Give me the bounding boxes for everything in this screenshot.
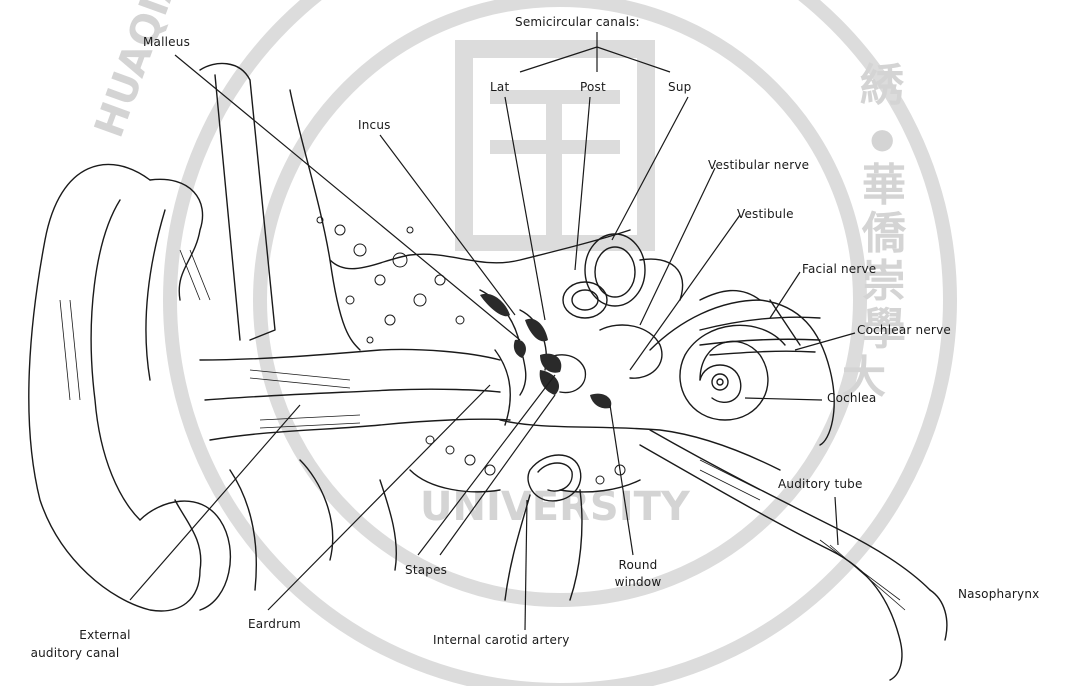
label-cochlear-nerve: Cochlear nerve — [857, 323, 951, 337]
canal-sup-shape — [585, 234, 645, 306]
label-post: Post — [580, 80, 606, 94]
auditory-tube-shape — [650, 430, 930, 590]
label-external-auditory-canal-1: External — [50, 628, 160, 642]
label-semicircular-canals: Semicircular canals: — [515, 15, 640, 29]
label-malleus: Malleus — [143, 35, 190, 49]
label-lat: Lat — [490, 80, 509, 94]
label-nasopharynx: Nasopharynx — [958, 587, 1039, 601]
ear-canal-outline — [200, 349, 500, 360]
label-internal-carotid-artery: Internal carotid artery — [433, 633, 570, 647]
label-round-window-1: Round — [603, 558, 673, 572]
label-cochlea: Cochlea — [827, 391, 876, 405]
label-stapes: Stapes — [405, 563, 447, 577]
label-facial-nerve: Facial nerve — [802, 262, 876, 276]
label-vestibular-nerve: Vestibular nerve — [708, 158, 809, 172]
label-vestibule: Vestibule — [737, 207, 794, 221]
label-sup: Sup — [668, 80, 691, 94]
label-eardrum: Eardrum — [248, 617, 301, 631]
carotid-artery-shape — [528, 455, 581, 501]
label-auditory-tube: Auditory tube — [778, 477, 863, 491]
auricle-outline — [29, 164, 201, 611]
label-external-auditory-canal-2: auditory canal — [0, 646, 150, 660]
label-incus: Incus — [358, 118, 391, 132]
eardrum-shape — [495, 350, 510, 425]
label-round-window-2: window — [603, 575, 673, 589]
